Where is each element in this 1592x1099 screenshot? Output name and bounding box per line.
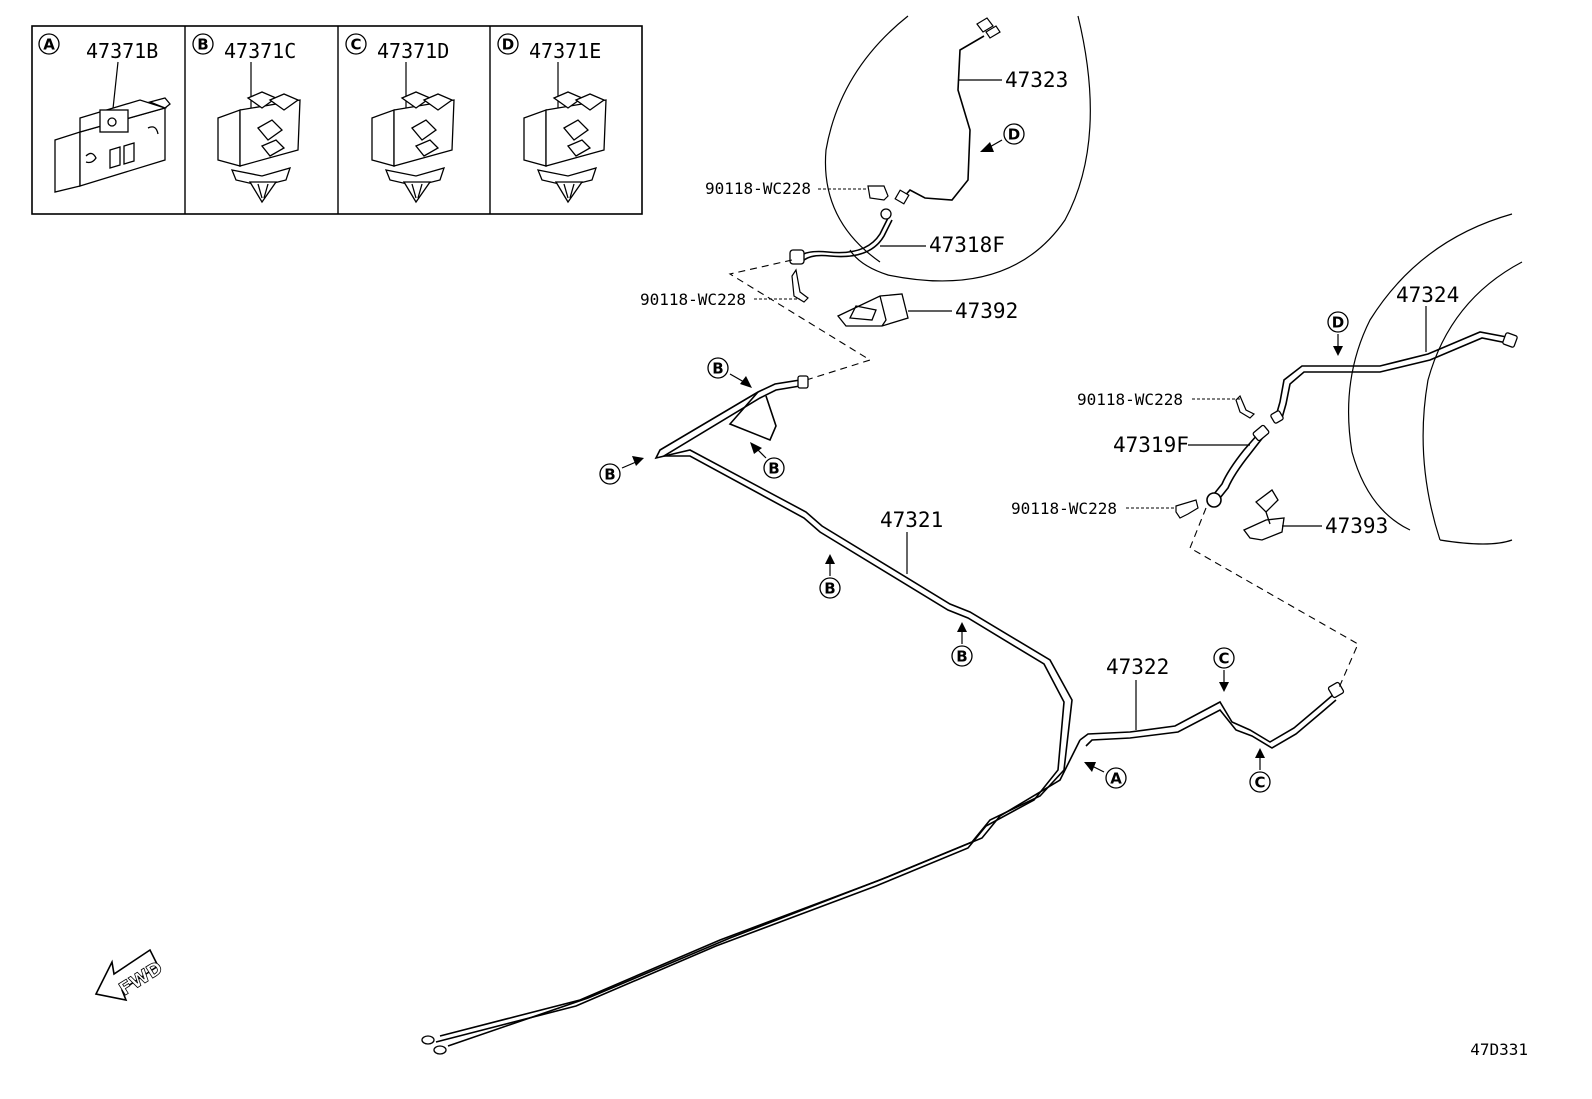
clip-callout-b-5: B: [951, 622, 973, 667]
clip-callout-a-1: A: [1084, 762, 1127, 789]
svg-text:D: D: [1008, 126, 1020, 144]
svg-text:B: B: [824, 580, 835, 598]
label-bolt-4: 90118-WC228: [1011, 499, 1117, 518]
bolt-clip-2: [791, 268, 809, 303]
clip-callout-d-1: D: [980, 123, 1025, 152]
legend-letter-d: D: [502, 36, 514, 54]
legend-part-c: 47371D: [377, 39, 449, 63]
clip-callout-c-1: C: [1213, 647, 1235, 692]
clip-callout-d-2: D: [1327, 311, 1349, 356]
bolt-clip-1: [867, 185, 889, 201]
legend-part-a: 47371B: [86, 39, 158, 63]
label-47319f: 47319F: [1113, 433, 1189, 457]
svg-text:B: B: [712, 360, 723, 378]
legend-cell-a: A 47371B: [38, 33, 171, 193]
hose-47318f: [789, 208, 893, 265]
label-47323: 47323: [1005, 68, 1068, 92]
clip-callout-b-1: B: [707, 357, 752, 388]
bolt-clip-3: [1235, 394, 1256, 419]
fwd-arrow-icon: FWD: [94, 948, 167, 1002]
svg-text:A: A: [1110, 770, 1122, 788]
dashed-guide-front: [728, 259, 872, 383]
pipe-47321: [435, 375, 1073, 1043]
legend-cell-d: D 47371E: [497, 33, 607, 204]
label-bolt-1: 90118-WC228: [705, 179, 811, 198]
svg-text:B: B: [604, 466, 615, 484]
label-47322: 47322: [1106, 655, 1169, 679]
svg-text:C: C: [1218, 650, 1229, 668]
legend-letter-b: B: [197, 36, 208, 54]
clip-47371d-illustration: [371, 91, 455, 204]
legend-part-d: 47371E: [529, 39, 601, 63]
clip-47371b-illustration: [54, 97, 171, 193]
clip-callout-b-2: B: [599, 456, 644, 485]
clip-callout-b-3: B: [750, 442, 785, 479]
bracket-47393: [1242, 489, 1285, 541]
label-47321: 47321: [880, 508, 943, 532]
clip-callout-b-4: B: [819, 554, 841, 599]
label-bolt-2: 90118-WC228: [640, 290, 746, 309]
front-brake-disc: [824, 15, 1091, 282]
svg-text:B: B: [956, 648, 967, 666]
pipe-47322: [421, 681, 1345, 1055]
svg-text:D: D: [1332, 314, 1344, 332]
pipe-47324: [1270, 331, 1518, 424]
svg-text:C: C: [1254, 774, 1265, 792]
clip-47371e-illustration: [523, 91, 607, 204]
label-47318f: 47318F: [929, 233, 1005, 257]
legend-cell-b: B 47371C: [192, 33, 301, 204]
legend-letter-c: C: [350, 36, 361, 54]
pipe-47323: [894, 17, 1001, 205]
clip-legend: A 47371B B 47371C: [31, 25, 643, 215]
legend-cell-c: C 47371D: [345, 33, 455, 204]
rear-brake-disc: [1348, 213, 1523, 545]
bracket-47392: [836, 293, 909, 327]
hose-47319f: [1206, 424, 1270, 508]
clip-callout-c-2: C: [1249, 748, 1271, 793]
label-47393: 47393: [1325, 514, 1388, 538]
legend-part-b: 47371C: [224, 39, 296, 63]
clip-47371c-illustration: [217, 91, 301, 204]
svg-text:B: B: [768, 460, 779, 478]
label-47392: 47392: [955, 299, 1018, 323]
diagram-code: 47D331: [1470, 1040, 1528, 1059]
bolt-clip-4: [1175, 499, 1199, 519]
label-bolt-3: 90118-WC228: [1077, 390, 1183, 409]
label-47324: 47324: [1396, 283, 1459, 307]
legend-letter-a: A: [43, 36, 55, 54]
